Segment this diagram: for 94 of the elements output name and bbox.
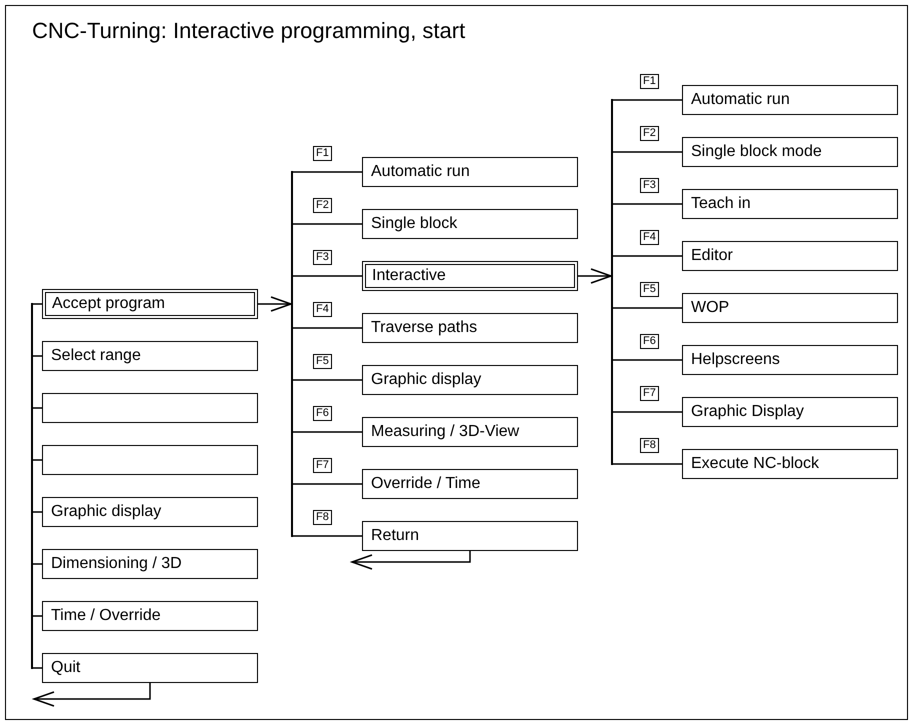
connector-line — [293, 171, 362, 173]
menu-label: Automatic run — [371, 164, 470, 180]
function-key-label: F6 — [640, 334, 659, 349]
menu-label: Teach in — [691, 196, 751, 212]
menu-box — [42, 549, 258, 579]
function-key-label: F4 — [313, 302, 332, 317]
connector-line — [293, 327, 362, 329]
menu-label: Select range — [51, 348, 141, 364]
connector-line — [33, 459, 42, 461]
menu-box — [42, 653, 258, 683]
menu-label: Editor — [691, 248, 733, 264]
menu-box — [362, 313, 578, 343]
function-key-label: F3 — [313, 250, 332, 265]
menu-box — [362, 417, 578, 447]
function-key-label: F5 — [313, 354, 332, 369]
connector-line — [33, 667, 42, 669]
menu-label: Single block — [371, 216, 458, 232]
menu-box — [42, 601, 258, 631]
menu-label: Single block mode — [691, 144, 822, 160]
function-key-label: F1 — [640, 74, 659, 89]
menu-box — [362, 157, 578, 187]
menu-box — [682, 85, 898, 115]
function-key-label: F5 — [640, 282, 659, 297]
menu-box — [682, 293, 898, 323]
connector-line — [613, 307, 682, 309]
menu-box — [42, 497, 258, 527]
function-key-label: F2 — [640, 126, 659, 141]
title: CNC-Turning: Interactive programming, start — [32, 17, 466, 44]
menu-label: Helpscreens — [691, 352, 780, 368]
connector-line — [613, 411, 682, 413]
function-key-label: F6 — [313, 406, 332, 421]
menu-label: Execute NC-block — [691, 456, 820, 472]
arrow — [258, 296, 292, 312]
connector-line — [293, 431, 362, 433]
connector-line — [293, 483, 362, 485]
function-key-label: F8 — [640, 438, 659, 453]
menu-box — [682, 397, 898, 427]
function-key-label: F3 — [640, 178, 659, 193]
menu-label: Override / Time — [371, 476, 480, 492]
connector-line — [33, 355, 42, 357]
connector-line — [613, 255, 682, 257]
menu-label: Return — [371, 528, 420, 544]
function-key-label: F8 — [313, 510, 332, 525]
connector-line — [33, 563, 42, 565]
menu-label: Accept program — [52, 296, 165, 312]
connector-line — [33, 407, 42, 409]
menu-box — [42, 341, 258, 371]
connector-line — [33, 511, 42, 513]
menu-label: Measuring / 3D-View — [371, 424, 520, 440]
menu-box — [682, 137, 898, 167]
empty-box — [42, 393, 258, 423]
bus-line — [291, 171, 293, 537]
return-arrow — [351, 551, 471, 570]
connector-line — [33, 303, 42, 305]
arrow — [578, 268, 612, 284]
menu-label: Graphic Display — [691, 404, 804, 420]
function-key-label: F1 — [313, 146, 332, 161]
connector-line — [293, 379, 362, 381]
menu-label: Graphic display — [51, 504, 162, 520]
menu-box — [362, 521, 578, 551]
connector-line — [293, 275, 362, 277]
menu-label: Traverse paths — [371, 320, 478, 336]
menu-label: Quit — [51, 660, 80, 676]
menu-box — [682, 241, 898, 271]
menu-box — [42, 289, 258, 319]
menu-label: Graphic display — [371, 372, 482, 388]
menu-box — [682, 345, 898, 375]
function-key-label: F2 — [313, 198, 332, 213]
function-key-label: F7 — [640, 386, 659, 401]
menu-box — [362, 469, 578, 499]
connector-line — [613, 99, 682, 101]
menu-label: Interactive — [372, 268, 446, 284]
return-arrow — [33, 683, 151, 707]
empty-box — [42, 445, 258, 475]
menu-box — [362, 209, 578, 239]
bus-line — [611, 99, 613, 465]
menu-box — [682, 449, 898, 479]
connector-line — [613, 151, 682, 153]
connector-line — [613, 359, 682, 361]
menu-label: Automatic run — [691, 92, 790, 108]
menu-label: Time / Override — [51, 608, 161, 624]
menu-label: WOP — [691, 300, 730, 316]
connector-line — [293, 535, 362, 537]
function-key-label: F4 — [640, 230, 659, 245]
connector-line — [613, 463, 682, 465]
bus-line — [31, 303, 33, 669]
menu-box — [362, 261, 578, 291]
connector-line — [293, 223, 362, 225]
connector-line — [33, 615, 42, 617]
menu-box — [362, 365, 578, 395]
menu-box — [682, 189, 898, 219]
menu-label: Dimensioning / 3D — [51, 556, 182, 572]
function-key-label: F7 — [313, 458, 332, 473]
connector-line — [613, 203, 682, 205]
